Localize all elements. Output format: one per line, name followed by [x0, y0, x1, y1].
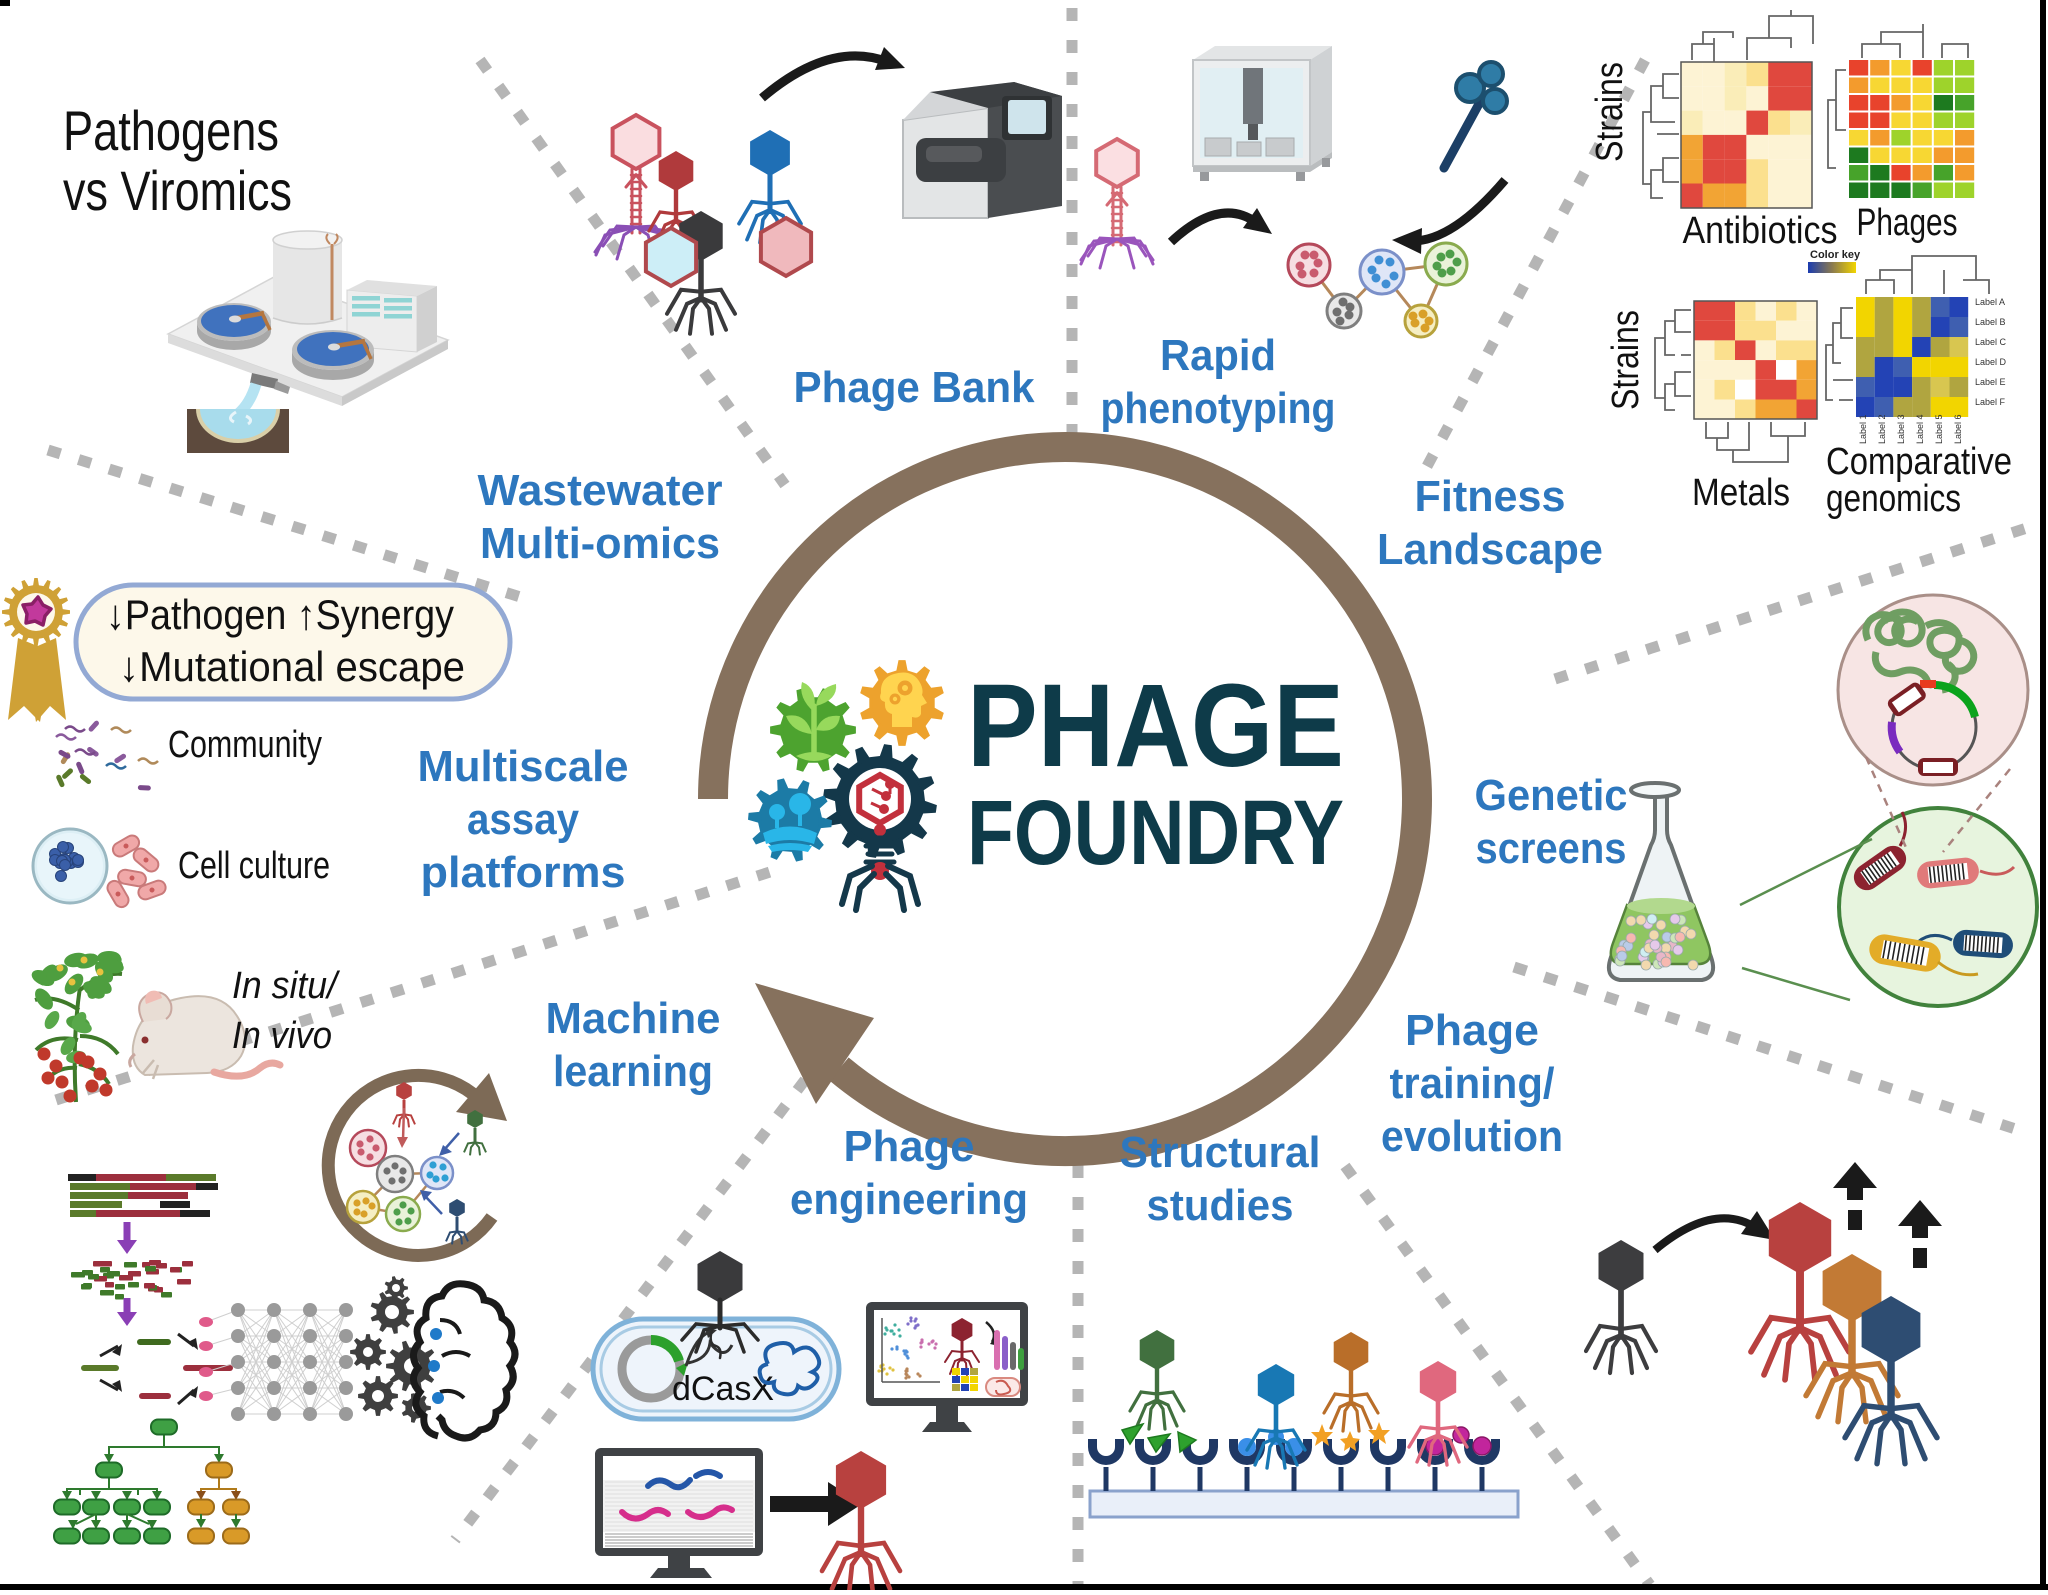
svg-text:Comparative: Comparative	[1826, 441, 2012, 483]
svg-text:Phages: Phages	[1857, 202, 1958, 244]
svg-text:Phage Bank: Phage Bank	[794, 363, 1035, 412]
svg-text:PHAGE: PHAGE	[967, 660, 1344, 792]
svg-text:Strains: Strains	[1605, 310, 1647, 410]
svg-text:Label 4: Label 4	[1915, 414, 1925, 444]
svg-text:FOUNDRY: FOUNDRY	[967, 782, 1344, 884]
svg-text:Antibiotics: Antibiotics	[1683, 210, 1838, 252]
svg-text:↓Mutational escape: ↓Mutational escape	[119, 643, 465, 690]
svg-text:Label A: Label A	[1975, 297, 2005, 307]
svg-text:Label 5: Label 5	[1934, 414, 1944, 444]
svg-text:Label C: Label C	[1975, 337, 2007, 347]
svg-text:Label 3: Label 3	[1896, 414, 1906, 444]
svg-text:Label 6: Label 6	[1953, 414, 1963, 444]
svg-text:Label D: Label D	[1975, 357, 2007, 367]
svg-text:Label 2: Label 2	[1877, 414, 1887, 444]
svg-text:Cell culture: Cell culture	[178, 845, 330, 887]
svg-text:Label B: Label B	[1975, 317, 2006, 327]
svg-text:Strains: Strains	[1589, 62, 1631, 162]
svg-text:Metals: Metals	[1692, 472, 1790, 514]
svg-text:↓Pathogen ↑Synergy: ↓Pathogen ↑Synergy	[106, 591, 454, 638]
svg-text:dCasX: dCasX	[672, 1370, 774, 1408]
svg-text:Color key: Color key	[1810, 249, 1861, 261]
svg-text:genomics: genomics	[1826, 478, 1961, 520]
svg-text:Label 1: Label 1	[1858, 414, 1868, 444]
svg-text:Label E: Label E	[1975, 377, 2006, 387]
svg-text:In situ/In vivo: In situ/In vivo	[232, 965, 340, 1057]
svg-text:Community: Community	[168, 724, 322, 766]
svg-text:Label F: Label F	[1975, 397, 2006, 407]
